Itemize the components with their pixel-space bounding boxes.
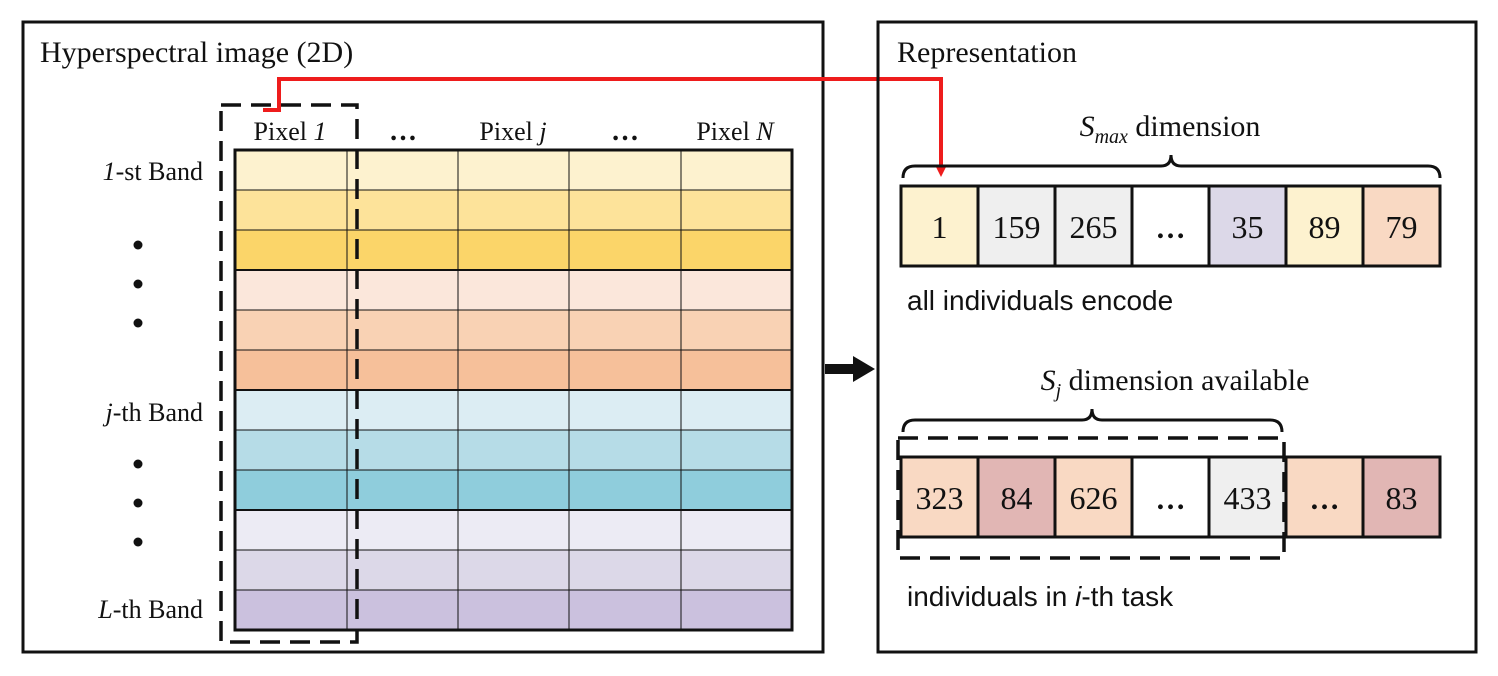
encoding-cell — [976, 184, 1057, 268]
left-panel-border — [21, 20, 825, 654]
hyperspectral-image-panel: Hyperspectral image (2D) Pixel 1 … Pixel… — [21, 20, 825, 654]
band-label-j: j-th Band — [103, 398, 204, 427]
band-row — [234, 149, 793, 191]
encoding-cell — [1361, 184, 1442, 268]
encoding-cell-value: … — [1156, 483, 1186, 516]
smax-dimension-label: Smax dimension — [1080, 110, 1261, 148]
band-row — [234, 509, 793, 551]
sj-brace — [901, 408, 1284, 433]
pixel-header-ellipsis: … — [389, 116, 417, 147]
band-grid-border — [233, 148, 794, 632]
dot — [133, 498, 143, 508]
encoding-cell-value: 626 — [1070, 480, 1118, 516]
dot — [133, 318, 143, 328]
encoding-cell — [1130, 455, 1211, 539]
band-label-l: L-th Band — [97, 595, 203, 624]
dot — [133, 240, 143, 250]
dot — [133, 279, 143, 289]
encoding-cell-value: 79 — [1386, 209, 1418, 245]
representation-panel: Representation Smax dimension 1 159 265 … 35… — [876, 20, 1478, 654]
band-row — [234, 429, 793, 471]
left-panel-title: Hyperspectral image (2D) — [40, 36, 353, 69]
available-dimension-dashed-box — [896, 436, 1286, 560]
band-grid — [233, 148, 794, 632]
encoding-cell-value: 84 — [1001, 480, 1033, 516]
encoding-cell — [1130, 184, 1211, 268]
pixel-header-1: Pixel 1 — [254, 117, 327, 146]
encoding-cell — [1361, 455, 1442, 539]
encoding-cell-value: … — [1310, 483, 1340, 516]
encoding-cell-value: 159 — [993, 209, 1041, 245]
pixel-header-ellipsis: … — [611, 116, 639, 147]
dot — [133, 537, 143, 547]
pixel-header-j: Pixel j — [479, 117, 546, 146]
encoding-cell — [899, 455, 980, 539]
transform-arrow-shaft — [825, 364, 855, 374]
pixel-pointer-arrow — [263, 77, 946, 177]
task-individuals-caption: individuals in i-th task — [907, 581, 1174, 612]
dot — [133, 459, 143, 469]
pixel-headers: Pixel 1 … Pixel j … Pixel N — [254, 116, 776, 147]
band-row — [234, 549, 793, 591]
all-individuals-row: 1 159 265 … 35 89 79 — [899, 184, 1442, 268]
band-row — [234, 229, 793, 271]
encoding-cell-value: … — [1156, 212, 1186, 245]
pixel-1-dashed-highlight — [219, 103, 359, 644]
band-labels: 1-st Band j-th Band L-th Band — [97, 157, 203, 624]
smax-brace — [901, 154, 1442, 179]
encoding-cell-value: 1 — [932, 209, 948, 245]
band-row — [234, 469, 793, 511]
sj-dimension-label: Sj dimension available — [1041, 364, 1310, 402]
band-row — [234, 309, 793, 351]
band-row — [234, 589, 793, 631]
encoding-cell — [976, 455, 1057, 539]
task-individuals-row: 323 84 626 … 433 … 83 — [899, 455, 1442, 539]
band-row — [234, 269, 793, 311]
right-panel-title: Representation — [897, 36, 1077, 69]
encoding-cell-value: 433 — [1224, 480, 1272, 516]
encoding-cell-value: 323 — [916, 480, 964, 516]
pointer-arrow-line — [263, 77, 946, 177]
transform-arrow — [825, 356, 875, 382]
encoding-cell-value: 35 — [1232, 209, 1264, 245]
band-row — [234, 389, 793, 431]
band-label-first: 1-st Band — [103, 157, 203, 186]
encoding-cell-value: 89 — [1309, 209, 1341, 245]
encoding-cell-value: 83 — [1386, 480, 1418, 516]
vertical-dots — [133, 240, 143, 547]
pixel-header-n: Pixel N — [696, 117, 775, 146]
encoding-cell — [1053, 455, 1134, 539]
right-panel-border — [876, 20, 1478, 654]
band-row — [234, 349, 793, 391]
band-row — [234, 189, 793, 231]
encoding-cell — [899, 184, 980, 268]
transform-arrow-head — [853, 356, 875, 382]
encoding-cell-value: 265 — [1070, 209, 1118, 245]
all-individuals-caption: all individuals encode — [907, 285, 1173, 316]
